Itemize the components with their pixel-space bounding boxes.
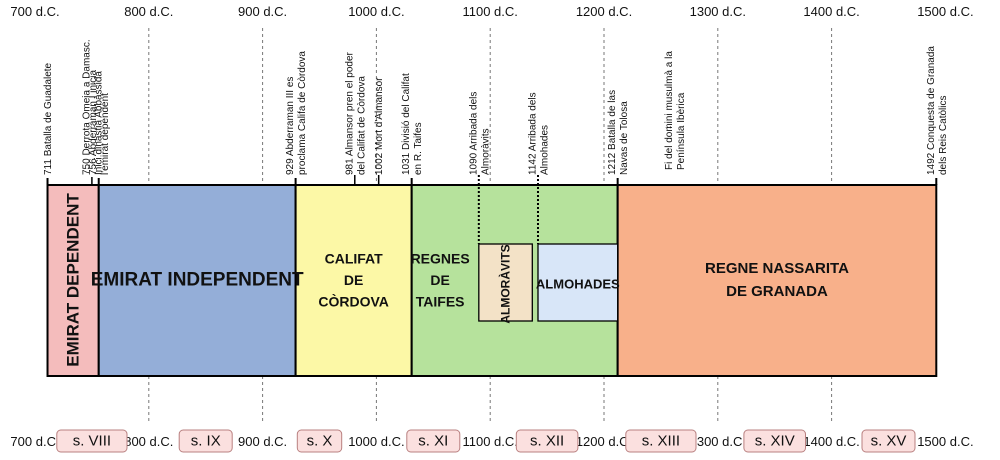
- event-1031-line-0: 1031 Divisió del Califat: [401, 73, 412, 175]
- event-756-line-1: l'emirat dependent: [100, 93, 111, 175]
- event-1090-line-1: Almoràvits: [480, 128, 491, 175]
- event-1002: 1002 Mort d'Almansor: [374, 77, 385, 175]
- bottom-tick-label-7: 1400 d.C.: [803, 434, 859, 449]
- top-tick-label-7: 1400 d.C.: [803, 4, 859, 19]
- label-emirat-independent-0: EMIRAT INDEPENDENT: [91, 270, 304, 291]
- century-badge-4: [515, 429, 579, 453]
- event-750-line-1: Inici dinastia Abbàssida: [93, 71, 104, 175]
- top-tick-label-0: 700 d.C.: [10, 4, 59, 19]
- bottom-tick-label-1: 800 d.C.: [124, 434, 173, 449]
- label-califat-de-cordova-2: CÒRDOVA: [318, 293, 389, 310]
- bottom-tick-label-8: 1500 d.C.: [917, 434, 973, 449]
- label-almohades-0: ALMOHADES: [536, 277, 620, 292]
- label-regne-nassarita-1: DE GRANADA: [726, 283, 828, 300]
- label-califat-de-cordova-0: CALIFAT: [325, 250, 384, 266]
- event-1212-line-0: 1212 Batalla de las: [607, 90, 618, 175]
- label-regnes-de-taifes-0: REGNES: [411, 250, 470, 266]
- event-981-line-1: del Califat de Còrdova: [356, 76, 367, 175]
- period-califat-de-cordova: [294, 184, 413, 377]
- top-tick-label-6: 1300 d.C.: [690, 4, 746, 19]
- century-badge-0: [56, 429, 128, 453]
- label-regne-nassarita-0: REGNE NASSARITA: [705, 260, 849, 277]
- top-tick-label-4: 1100 d.C.: [462, 4, 517, 19]
- event-711: 711 Batalla de Guadalete: [43, 62, 54, 175]
- event-750: 750 Derrota Omeia a Damasc.Inici dinasti…: [81, 39, 104, 175]
- bottom-tick-label-6: 1300 d.C.: [690, 434, 746, 449]
- event-981-line-0: 981 Almansor pren el poder: [344, 51, 355, 175]
- arrow-right-icon: →: [664, 121, 674, 132]
- event-1031-line-1: en R. Taifes: [413, 122, 424, 175]
- bottom-tick-label-0: 700 d.C.: [10, 434, 59, 449]
- event-1090-line-0: 1090 Arribada dels: [468, 92, 479, 175]
- bottom-tick-label-2: 900 d.C.: [238, 434, 287, 449]
- top-tick-label-1: 800 d.C.: [124, 4, 173, 19]
- century-label-1: s. IX: [191, 433, 221, 450]
- top-tick-label-3: 1000 d.C.: [348, 4, 404, 19]
- subperiod-almoravits: [478, 243, 533, 322]
- event-1142-line-0: 1142 Arribada dels: [527, 92, 538, 175]
- century-badges: s. VIII s. IX s. X s. XI s. XII s. XIII s. XIV…: [56, 429, 916, 453]
- event-1212-line-1: Navas de Tolosa: [619, 101, 630, 175]
- century-badge-6: [743, 429, 807, 453]
- top-tick-label-5: 1200 d.C.: [576, 4, 632, 19]
- event-1142-line-1: Almohades: [539, 125, 550, 175]
- event-750-line-0: 750 Derrota Omeia a Damasc.: [81, 39, 92, 175]
- label-emirat-dependent: EMIRAT DEPENDENT: [64, 193, 83, 367]
- century-label-3: s. XI: [418, 433, 448, 450]
- top-tick-label-2: 900 d.C.: [238, 4, 287, 19]
- event-1492-line-1: dels Reis Catòlics: [938, 96, 949, 175]
- event-fi-domini-line-1: Península Ibèrica: [676, 92, 687, 170]
- label-regnes-de-taifes-2: TAIFES: [416, 294, 465, 310]
- century-label-4: s. XII: [530, 433, 564, 450]
- century-label-7: s. XV: [871, 433, 907, 450]
- label-regnes-de-taifes-1: DE: [430, 272, 449, 288]
- label-califat-de-cordova-1: DE: [344, 272, 363, 288]
- century-badge-3: [406, 429, 461, 453]
- century-label-2: s. X: [307, 433, 333, 450]
- century-badge-7: [861, 429, 916, 453]
- event-756-line-0: 756 Abderraman I inicia: [88, 69, 99, 175]
- label-almoravits: ALMORÀVITS: [498, 244, 513, 323]
- event-1492-line-0: 1492 Conquesta de Granada: [926, 46, 937, 175]
- top-tick-label-8: 1500 d.C.: [917, 4, 973, 19]
- century-label-6: s. XIV: [755, 433, 795, 450]
- bottom-tick-label-4: 1100 d.C.: [462, 434, 517, 449]
- period-regne-nassarita: [616, 184, 938, 377]
- century-label-5: s. XIII: [642, 433, 680, 450]
- century-badge-1: [178, 429, 233, 453]
- event-929-line-0: 929 Abderraman III es: [285, 77, 296, 175]
- period-emirat-dependent: [46, 184, 100, 377]
- century-badge-2: [296, 429, 343, 453]
- event-711-line-0: 711 Batalla de Guadalete: [43, 62, 54, 175]
- period-bands: EMIRAT DEPENDENT EMIRAT INDEPENDENT CALIFA…: [46, 184, 938, 377]
- bottom-tick-label-3: 1000 d.C.: [348, 434, 404, 449]
- subperiod-almohades: [537, 243, 619, 322]
- event-labels: 711 Batalla de Guadalete 750 Derrota Omei…: [43, 39, 949, 244]
- event-fi-domini-line-0: Fi del domini musulmà a la: [664, 51, 675, 170]
- event-1002-line-0: 1002 Mort d'Almansor: [374, 77, 385, 175]
- century-badge-5: [625, 429, 697, 453]
- bottom-tick-label-5: 1200 d.C.: [576, 434, 632, 449]
- century-label-0: s. VIII: [73, 433, 111, 450]
- event-929-line-1: proclama Califa de Còrdova: [297, 51, 308, 175]
